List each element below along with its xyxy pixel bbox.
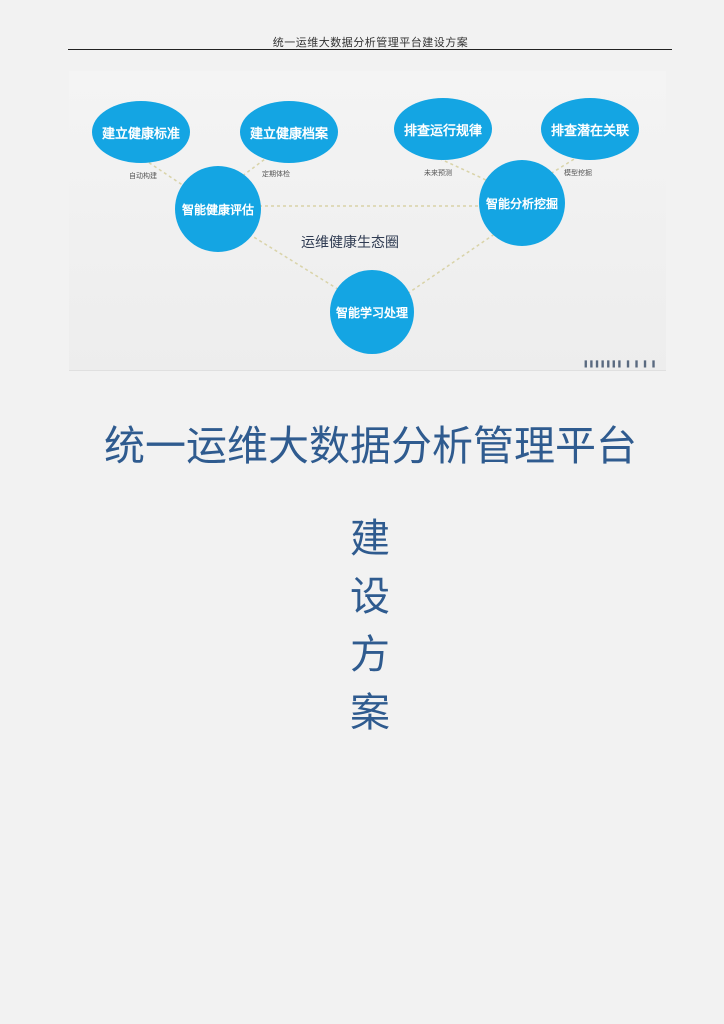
document-title: 统一运维大数据分析管理平台 <box>104 422 637 470</box>
image-watermark: ▌▌▌▌▌▌▌ ▌ ▌ ▌ ▌ <box>584 361 658 368</box>
edge-label-periodic-check: 定期体检 <box>262 170 290 178</box>
running-header: 统一运维大数据分析管理平台建设方案 <box>272 36 469 49</box>
node-health-standard: 建立健康标准 <box>92 101 190 163</box>
edge-label-auto-build: 自动构建 <box>129 172 157 180</box>
subtitle-char: 设 <box>350 574 390 620</box>
node-analysis-mining: 智能分析挖掘 <box>479 160 565 246</box>
ecosystem-diagram: 建立健康标准 建立健康档案 排查运行规律 排查潜在关联 自动构建 定期体检 未来… <box>69 71 666 371</box>
node-learning-process: 智能学习处理 <box>330 270 414 354</box>
subtitle-char: 案 <box>350 690 390 736</box>
ecosystem-title: 运维健康生态圈 <box>301 235 399 251</box>
node-health-record: 建立健康档案 <box>240 101 338 163</box>
subtitle-char: 建 <box>350 516 390 562</box>
document-subtitle: 建 设 方 案 <box>340 510 400 742</box>
edge-label-pattern-mining: 模型挖掘 <box>564 169 592 177</box>
subtitle-char: 方 <box>350 632 390 678</box>
edge-label-future-predict: 未来预测 <box>424 169 452 177</box>
node-health-assess: 智能健康评估 <box>175 166 261 252</box>
header-rule <box>68 49 672 50</box>
node-latent-relation: 排查潜在关联 <box>541 98 639 160</box>
node-run-pattern: 排查运行规律 <box>394 98 492 160</box>
